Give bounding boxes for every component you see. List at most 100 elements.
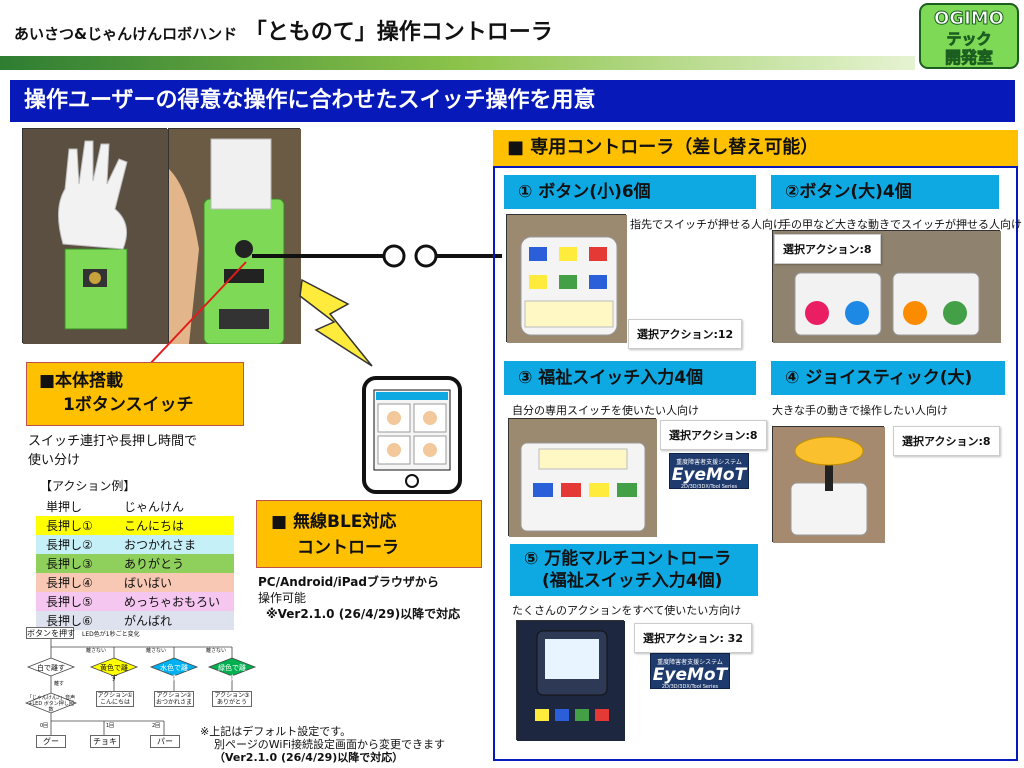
- action-row: 長押し⑤ めっちゃおもろい: [36, 592, 234, 611]
- section-banner: 操作ユーザーの得意な操作に合わせたスイッチ操作を用意: [10, 80, 1015, 122]
- controller-3-actions: 選択アクション:8: [660, 420, 767, 450]
- action-examples-heading: 【アクション例】: [40, 479, 136, 493]
- flow-result-rock: グー: [36, 735, 66, 748]
- title-main: 「とものて」操作コントローラ: [244, 20, 553, 45]
- eyemot-1-line1: 重度障害者支援システム: [676, 459, 742, 466]
- body-switch-desc: スイッチ連打や長押し時間で 使い分け: [28, 432, 197, 470]
- flow-yes-label: 離す: [54, 681, 65, 687]
- controller-1-actions: 選択アクション:12: [628, 319, 743, 349]
- body-switch-subtitle: 1ボタンスイッチ: [63, 395, 194, 415]
- controller-3-desc: 自分の専用スイッチを使いたい人向け: [512, 404, 699, 417]
- eyemot-2-name: EyeMoT: [652, 665, 728, 685]
- logo-line1: OGIMO: [934, 8, 1004, 29]
- controller-5-title-2: (福祉スイッチ入力4個): [542, 571, 723, 591]
- ble-box: ■ 無線BLE対応 コントローラ: [256, 500, 482, 568]
- default-setting-note: ※上記はデフォルト設定です。 別ページのWiFi接続設定画面から変更できます （…: [200, 725, 445, 764]
- flow-action-1: アクション① こんにちは: [96, 691, 134, 707]
- controller-photo: [168, 128, 301, 345]
- ble-title: ■ 無線BLE対応: [271, 512, 397, 532]
- flow-jyanken-node: 「じゃんけん♪」音声+LED ボタン押し回数: [26, 695, 76, 713]
- hand-photo: [22, 128, 168, 344]
- title-subtitle: あいさつ&じゃんけんロボハンド: [14, 25, 238, 43]
- controller-4-actions: 選択アクション:8: [893, 426, 1000, 456]
- body-switch-desc-1: スイッチ連打や長押し時間で: [28, 434, 198, 449]
- ble-desc-2: 操作可能: [258, 591, 307, 605]
- flow-count-2: 2回: [152, 723, 161, 729]
- action-name: こんにちは: [124, 519, 185, 533]
- ble-version-note: ※Ver2.1.0 (26/4/29)以降で対応: [266, 607, 461, 621]
- controller-1-photo: [506, 214, 627, 343]
- controller-2-title: ②ボタン(大)4個: [771, 175, 999, 209]
- flow-start: ボタンを押す: [26, 627, 75, 639]
- flow-action-2: アクション② おつかれさま: [154, 691, 194, 707]
- eyemot-1-name: EyeMoT: [671, 465, 747, 485]
- controller-5-photo: [516, 620, 625, 741]
- controller-2-actions: 選択アクション:8: [774, 234, 881, 264]
- eyemot-logo-2: 重度障害者支援システム EyeMoT 2D/3D/3DX/Tool Series: [650, 653, 730, 690]
- lightning-icon: [299, 278, 373, 367]
- eyemot-2-line1: 重度障害者支援システム: [657, 659, 723, 666]
- action-row: 単押しじゃんけん: [36, 497, 234, 516]
- flow-no-label-1: 離さない: [86, 648, 107, 654]
- controller-4-desc: 大きな手の動きで操作したい人向け: [772, 404, 948, 417]
- flow-count-1: 1回: [106, 723, 115, 729]
- header-green-bar: [0, 56, 915, 70]
- controller-3-photo: [508, 418, 657, 537]
- body-switch-desc-2: 使い分け: [28, 453, 81, 468]
- flow-decision-cyan: 水色で離す: [160, 664, 188, 682]
- controllers-frame: [493, 166, 1018, 761]
- action-op: 長押し⑤: [46, 595, 93, 609]
- flow-color-note: LED色が1秒ごと変化: [82, 631, 140, 638]
- action-op: 長押し②: [46, 538, 93, 552]
- ble-desc: PC/Android/iPadブラウザから 操作可能 ※Ver2.1.0 (26…: [258, 574, 460, 622]
- controller-5-title: ⑤ 万能マルチコントローラ (福祉スイッチ入力4個): [510, 544, 758, 596]
- controller-2-photo: [772, 230, 1001, 343]
- action-row: 長押し② おつかれさま: [36, 535, 234, 554]
- ble-desc-1: PC/Android/iPadブラウザから: [258, 575, 439, 589]
- flow-result-scissors: チョキ: [90, 735, 120, 748]
- body-switch-box: ■本体搭載 1ボタンスイッチ: [26, 362, 244, 426]
- action-name: ばいばい: [124, 576, 173, 590]
- eyemot-2-line3: 2D/3D/3DX/Tool Series: [661, 684, 719, 690]
- action-row: 長押し③ ありがとう: [36, 554, 234, 573]
- controller-4-photo: [772, 426, 885, 543]
- flow-no-label-3: 離さない: [206, 648, 227, 654]
- page-title: あいさつ&じゃんけんロボハンド 「とものて」操作コントローラ: [14, 14, 553, 46]
- action-op: 長押し⑥: [46, 614, 93, 628]
- flow-action-3: アクション③ ありがとう: [212, 691, 252, 707]
- flow-result-paper: パー: [150, 735, 180, 748]
- ble-subtitle: コントローラ: [297, 538, 399, 558]
- logo-line3: 開発室: [945, 48, 993, 67]
- controller-5-title-1: ⑤ 万能マルチコントローラ: [524, 549, 732, 569]
- connector-plug-icon: [382, 244, 406, 268]
- action-op: 長押し③: [46, 557, 93, 571]
- action-name: めっちゃおもろい: [124, 595, 221, 609]
- action-name: ありがとう: [124, 557, 185, 571]
- controller-2-desc: 手の甲など大きな動きでスイッチが押せる人向け: [780, 218, 1022, 231]
- eyemot-logo-1: 重度障害者支援システム EyeMoT 2D/3D/3DX/Tool Series: [669, 453, 749, 490]
- controller-3-title: ③ 福祉スイッチ入力4個: [504, 361, 756, 395]
- controller-5-desc: たくさんのアクションをすべて使いたい方向け: [512, 604, 742, 617]
- red-pointer-line: [147, 261, 247, 367]
- eyemot-1-line3: 2D/3D/3DX/Tool Series: [680, 484, 738, 490]
- logo-line2: テック: [946, 30, 991, 48]
- controller-1-desc: 指先でスイッチが押せる人向け: [630, 218, 784, 231]
- action-op: 長押し④: [46, 576, 93, 590]
- default-note-3: （Ver2.1.0 (26/4/29)以降で対応）: [214, 751, 404, 764]
- default-note-1: ※上記はデフォルト設定です。: [200, 725, 352, 738]
- action-name: おつかれさま: [124, 538, 197, 552]
- default-note-2: 別ページのWiFi接続設定画面から変更できます: [214, 738, 446, 751]
- flow-decision-white: 白で離す: [37, 664, 65, 672]
- flow-decision-green: 緑色で離す: [218, 664, 246, 682]
- flowchart: ボタンを押す LED色が1秒ごと変化 白で離す 黄色で離す 水色で離す 緑色で離…: [24, 625, 269, 760]
- controllers-heading: ■ 専用コントローラ（差し替え可能）: [493, 130, 1018, 166]
- flow-no-label-2: 離さない: [146, 648, 167, 654]
- controller-1-title: ① ボタン(小)6個: [504, 175, 756, 209]
- action-name: じゃんけん: [124, 500, 185, 514]
- ogimo-logo: OGIMO テック 開発室: [918, 2, 1020, 70]
- controller-5-actions: 選択アクション: 32: [634, 623, 752, 653]
- connector-socket-icon: [414, 244, 438, 268]
